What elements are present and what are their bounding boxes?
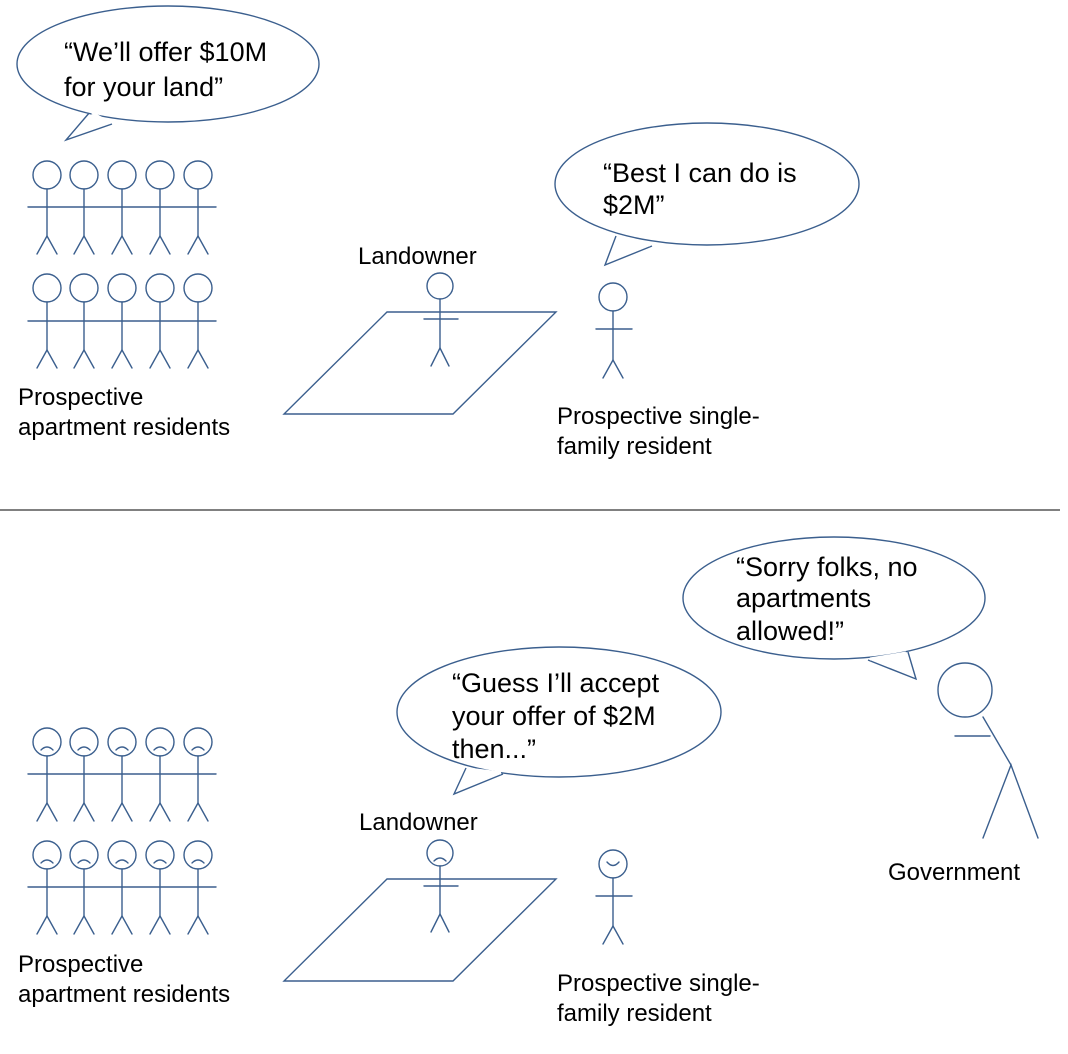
land-parcel (282, 311, 558, 415)
single-family-bubble-line-1: “Best I can do is (603, 158, 797, 188)
landowner-bubble-line-3: then...” (452, 734, 536, 764)
bottom-panel: “Sorry folks, no apartments allowed!” “G… (18, 536, 1039, 1027)
single-family-label-line-2-bottom: family resident (557, 1000, 712, 1027)
landowner-bubble-line-1: “Guess I’ll accept (452, 668, 660, 698)
landowner-bubble-line-2: your offer of $2M (452, 701, 656, 731)
single-family-speech-bubble: “Best I can do is $2M” (554, 122, 860, 267)
government-bubble-line-2: apartments (736, 583, 871, 613)
apartment-residents-crowd (27, 160, 217, 369)
apartment-residents-speech-bubble: “We’ll offer $10M for your land” (16, 5, 320, 142)
apartment-residents-label-line-2-bottom: apartment residents (18, 981, 230, 1008)
apartment-residents-label-line-1: Prospective (18, 384, 143, 411)
landowner-figure (423, 272, 459, 367)
government-bubble-line-3: allowed!” (736, 616, 844, 646)
apartment-bubble-line-2: for your land” (64, 72, 223, 102)
sad-apartment-residents-crowd (27, 727, 217, 935)
crowd-row-2 (27, 273, 217, 369)
sad-crowd-row-1 (27, 727, 217, 822)
government-figure (937, 662, 1039, 839)
single-family-label-line-2: family resident (557, 433, 712, 460)
land-parcel-bottom (282, 878, 558, 982)
sad-crowd-row-2 (27, 840, 217, 935)
single-family-bubble-line-2: $2M” (603, 190, 665, 220)
happy-single-family-resident-figure (595, 849, 633, 945)
single-family-resident-figure (595, 282, 633, 379)
apartment-bubble-line-1: “We’ll offer $10M (64, 37, 267, 67)
landowner-label-bottom: Landowner (359, 809, 478, 836)
landowner-label: Landowner (358, 243, 477, 270)
government-speech-bubble: “Sorry folks, no apartments allowed!” (682, 536, 986, 681)
government-label: Government (888, 859, 1020, 886)
government-bubble-line-1: “Sorry folks, no (736, 552, 918, 582)
sad-landowner-figure (423, 839, 459, 933)
top-panel: “We’ll offer $10M for your land” (16, 5, 860, 460)
apartment-residents-label-line-1-bottom: Prospective (18, 951, 143, 978)
landowner-speech-bubble: “Guess I’ll accept your offer of $2M the… (396, 646, 722, 796)
crowd-row-1 (27, 160, 217, 255)
single-family-label-line-1: Prospective single- (557, 403, 760, 430)
apartment-residents-label-line-2: apartment residents (18, 414, 230, 441)
single-family-label-line-1-bottom: Prospective single- (557, 970, 760, 997)
